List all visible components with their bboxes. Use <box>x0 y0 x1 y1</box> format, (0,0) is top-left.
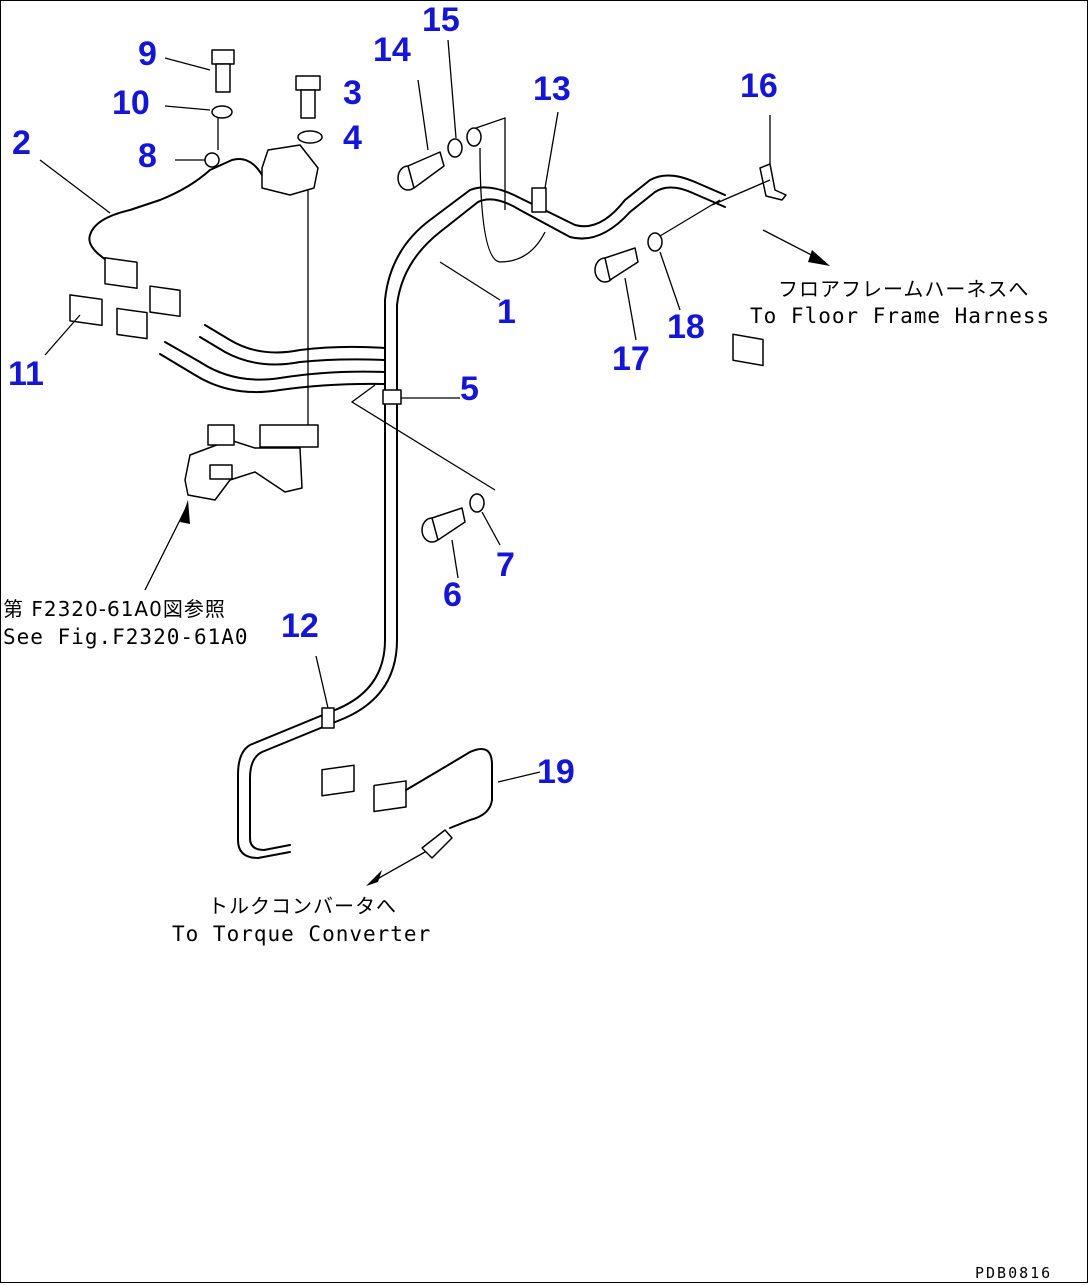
relay-box <box>261 144 319 196</box>
callout-5: 5 <box>460 370 479 408</box>
callout-14: 14 <box>373 31 411 69</box>
callout-1: 1 <box>497 293 516 331</box>
callout-10: 10 <box>112 84 150 122</box>
clamp-13 <box>531 187 547 213</box>
washer-4 <box>297 130 323 144</box>
connector-top <box>104 256 138 290</box>
leader-2 <box>39 159 111 214</box>
bolt-9 <box>211 49 235 93</box>
bracket-assembly <box>184 424 319 501</box>
callout-16: 16 <box>740 67 778 105</box>
see-fig-leader <box>144 509 186 591</box>
floor-arrow <box>808 250 830 266</box>
bolt-17 <box>594 247 639 283</box>
clamp-5 <box>382 389 402 405</box>
callout-18: 18 <box>667 308 705 346</box>
connector-floor <box>732 333 764 367</box>
bolt-3 <box>295 75 321 119</box>
drawing-code: PDB0816 <box>975 1264 1052 1282</box>
callout-19: 19 <box>537 753 575 791</box>
callout-6: 6 <box>443 576 462 614</box>
washer-7 <box>469 493 485 513</box>
torque-note-en: To Torque Converter <box>172 922 431 946</box>
see-fig-arrow <box>180 500 190 524</box>
connector-19a <box>321 764 355 797</box>
callout-4: 4 <box>343 119 362 157</box>
main-harness <box>159 174 726 859</box>
bolt-14 <box>397 151 445 191</box>
washer-10 <box>211 105 233 119</box>
callout-11: 11 <box>8 355 44 393</box>
leader-1 <box>439 261 501 301</box>
callout-12: 12 <box>281 607 319 645</box>
washer-15b <box>466 127 482 147</box>
clamp-13-bracket-lines <box>475 117 546 263</box>
washer-15 <box>447 138 463 158</box>
callout-8: 8 <box>138 137 157 175</box>
bolt-6 <box>421 507 466 543</box>
callout-13: 13 <box>533 70 571 108</box>
washer-18 <box>647 232 663 252</box>
callout-17: 17 <box>612 340 650 378</box>
callout-15: 15 <box>422 1 460 39</box>
see-fig-note-jp: 第 F2320-61A0図参照 <box>3 597 226 621</box>
clamp-12 <box>321 707 335 729</box>
connector-left-a <box>149 285 181 318</box>
callout-2: 2 <box>12 124 31 162</box>
callout-7: 7 <box>496 546 515 584</box>
connector-19b <box>373 780 407 813</box>
sensor <box>366 829 453 886</box>
callout-9: 9 <box>138 35 157 73</box>
sub-harness-2 <box>88 158 291 269</box>
connector-left-b <box>116 307 148 340</box>
leader-11 <box>44 314 81 356</box>
clip-8 <box>204 152 220 168</box>
harness-19 <box>405 748 493 829</box>
torque-note-jp: トルクコンバータへ <box>208 894 397 918</box>
see-fig-note-en: See Fig.F2320-61A0 <box>3 625 249 649</box>
floor-frame-note-jp: フロアフレームハーネスへ <box>778 277 1029 301</box>
callout-3: 3 <box>343 74 362 112</box>
floor-frame-note-en: To Floor Frame Harness <box>750 304 1050 328</box>
